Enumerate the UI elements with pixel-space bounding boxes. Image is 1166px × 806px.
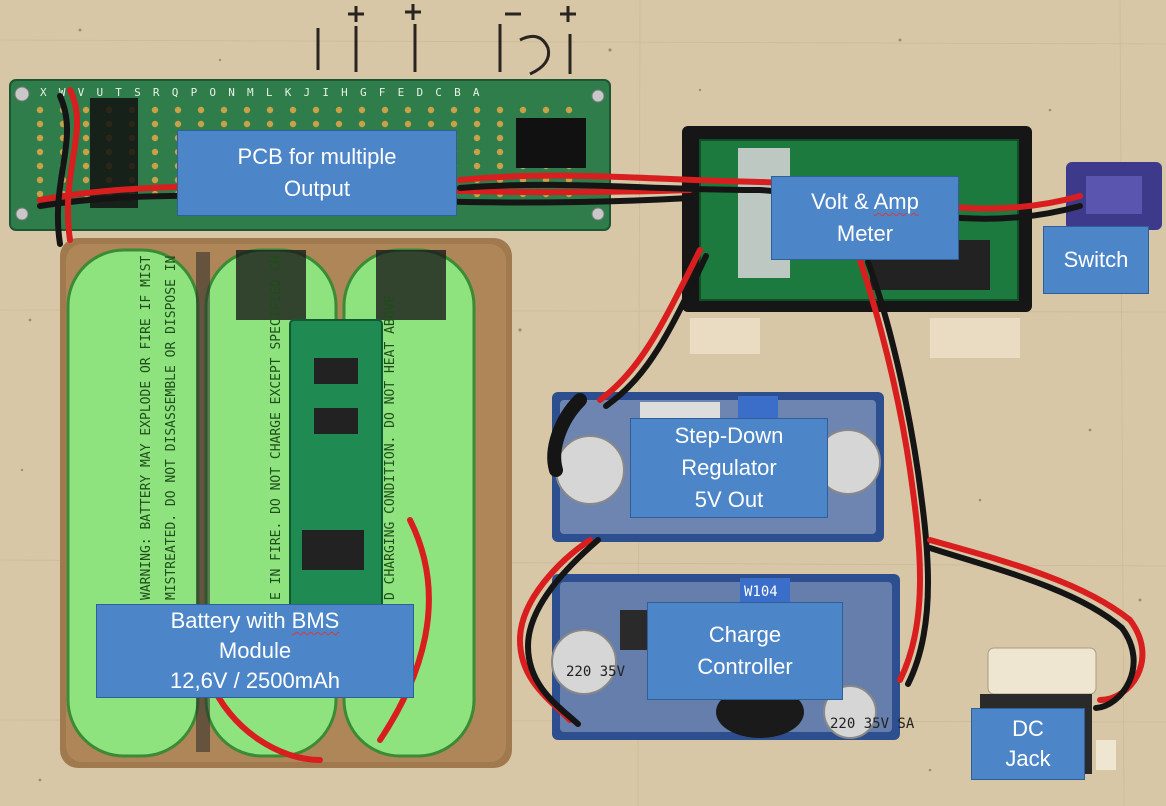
pcb-hole [82,176,90,184]
handwriting-marks [316,4,576,76]
pcb-hole [289,120,297,128]
label-meter-line-1: Volt & Amp [811,189,919,214]
pcb-hole [82,106,90,114]
label-battery-line-2: Module [218,638,292,663]
pcb-hole [197,106,205,114]
capacitor-text: 220 35V SA [830,716,915,732]
pcb-hole [335,120,343,128]
pcb-hole [427,106,435,114]
pcb-hole [266,120,274,128]
pcb-hole [36,106,44,114]
module-print: 220 35V 220 35V SA W104 [566,584,915,732]
pcb-hole [82,162,90,170]
pcb-hole [473,134,481,142]
capacitor-text: 220 35V [566,664,626,680]
label-battery-line-1: Battery with BMS [170,608,340,633]
label-meter-line-2: Meter [836,221,894,246]
label-charge-line-2: Controller [697,654,793,679]
pcb-hole [381,106,389,114]
pcb-hole [151,120,159,128]
pcb-hole [450,120,458,128]
label-stepdown-line-2: Regulator [681,455,777,480]
label-battery-line-3: 12,6V / 2500mAh [169,668,340,693]
pcb-hole [473,120,481,128]
potentiometer-text: W104 [744,584,778,600]
pcb-hole [473,106,481,114]
pcb-hole [220,106,228,114]
label-switch-line-1: Switch [1063,247,1129,272]
pcb-hole [289,106,297,114]
label-pcb: PCB for multiple Output [177,130,457,216]
pcb-hole [335,106,343,114]
pcb-hole [151,162,159,170]
pcb-hole [82,120,90,128]
pcb-hole [36,176,44,184]
label-dcjack-line-1: DC [1012,716,1044,741]
battery-warning-text: WARNING: BATTERY MAY EXPLODE OR FIRE IF … [139,255,154,600]
pcb-hole [565,106,573,114]
pcb-hole [220,120,228,128]
pcb-hole [473,148,481,156]
pcb-hole [427,120,435,128]
pcb-hole [496,106,504,114]
battery-warning-text: D CHARGING CONDITION. DO NOT HEAT ABOVE [383,295,398,600]
wood-specks [20,28,1142,782]
pcb-letter-row: XWVUTSRQPONMLKJIHGFEDCBA [40,86,492,99]
pcb-hole [36,134,44,142]
pcb-hole [519,106,527,114]
pcb-hole [243,106,251,114]
pcb-hole [404,120,412,128]
pcb-hole [496,148,504,156]
label-stepdown-line-1: Step-Down [674,423,784,448]
pcb-hole [151,106,159,114]
battery-text: WARNING: BATTERY MAY EXPLODE OR FIRE IF … [139,255,398,600]
pcb-hole [404,106,412,114]
label-dcjack: DC Jack [971,708,1085,780]
pcb-hole [358,106,366,114]
pcb-hole [151,176,159,184]
pcb-hole [82,148,90,156]
pcb-hole [542,106,550,114]
label-charge: Charge Controller [647,602,843,700]
pcb-hole [496,120,504,128]
bms-board [289,319,383,611]
pcb-hole [151,134,159,142]
pcb-hole [36,120,44,128]
pcb-hole [266,106,274,114]
pcb-hole [82,134,90,142]
label-switch: Switch [1043,226,1149,294]
label-pcb-line-2: Output [283,176,351,201]
label-dcjack-line-2: Jack [1005,746,1051,771]
pcb-hole [450,106,458,114]
label-charge-line-1: Charge [708,622,782,647]
label-battery: Battery with BMS Module 12,6V / 2500mAh [96,604,414,698]
label-pcb-line-1: PCB for multiple [237,144,397,169]
battery-warning-text: E IN FIRE. DO NOT CHARGE EXCEPT SPECIFIE… [269,256,284,600]
pcb-hole [473,162,481,170]
pcb-hole [243,120,251,128]
label-stepdown-line-3: 5V Out [694,487,764,512]
switch-body [1066,162,1162,230]
pcb-hole [496,134,504,142]
pcb-hole [151,148,159,156]
label-stepdown: Step-Down Regulator 5V Out [630,418,828,518]
pcb-hole [312,106,320,114]
pcb-hole [381,120,389,128]
pcb-hole [496,162,504,170]
label-meter: Volt & Amp Meter [771,176,959,260]
pcb-hole [312,120,320,128]
battery-warning-text: MISTREATED. DO NOT DISASSEMBLE OR DISPOS… [164,256,179,600]
pcb-hole [358,120,366,128]
pcb-hole [174,120,182,128]
pcb-hole [174,106,182,114]
pcb-hole [36,190,44,198]
pcb-hole [36,162,44,170]
pcb-hole [197,120,205,128]
pcb-hole [36,148,44,156]
